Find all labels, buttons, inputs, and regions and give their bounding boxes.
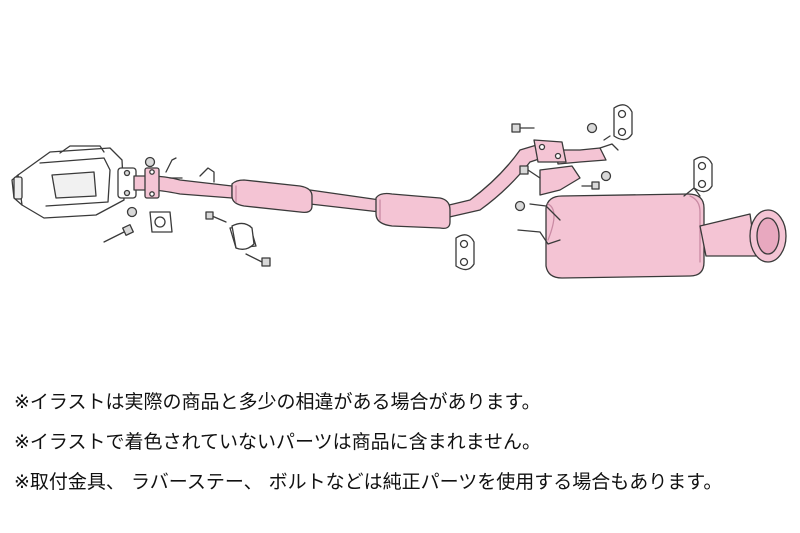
note-item: ※イラストは実際の商品と多少の相違がある場合があります。: [14, 391, 541, 413]
front-pipe-flange-icon: [144, 167, 160, 199]
hanger-rod-icon: [165, 157, 215, 183]
bolt-icon: [103, 123, 600, 267]
hanger-rod-icon: [599, 135, 619, 151]
rubber-hanger-icon: [231, 222, 255, 250]
resonator-icon: [375, 192, 451, 230]
muffler-icon: [517, 193, 705, 279]
note-item: ※イラストで着色されていないパーツは商品に含まれません。: [14, 431, 542, 453]
tailpipe-icon: [683, 187, 787, 263]
pipe-icon: [133, 143, 607, 219]
notes-list: ※イラストは実際の商品と多少の相違がある場合があります。 ※イラストで着色されて…: [14, 382, 794, 502]
mid-flange-icon: [533, 139, 567, 163]
catalytic-converter-icon: [11, 145, 125, 219]
front-flange-icon: [117, 167, 137, 199]
rubber-hanger-icon: [693, 156, 713, 193]
nut-icon: [126, 122, 612, 218]
rubber-hanger-icon: [613, 104, 633, 141]
rubber-hanger-icon: [455, 234, 475, 271]
exhaust-system-diagram: [11, 104, 787, 279]
note-item: ※取付金具、 ラバーステー、 ボルトなどは純正パーツを使用する場合もあります。: [14, 471, 723, 493]
resonator-icon: [231, 179, 313, 214]
